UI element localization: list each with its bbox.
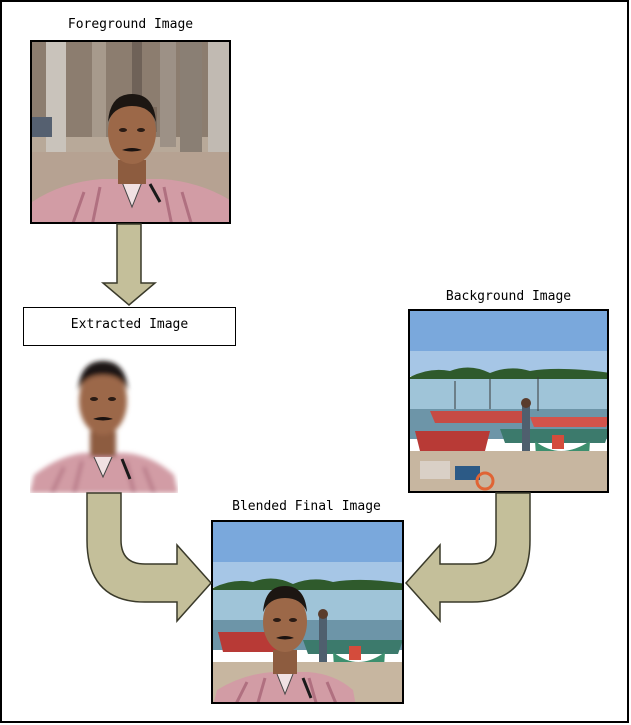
extracted-image-box xyxy=(23,307,236,346)
extracted-image xyxy=(30,355,178,493)
background-image xyxy=(408,309,609,493)
blended-final-image xyxy=(211,520,404,704)
right-curved-arrow-icon xyxy=(404,492,531,623)
extracted-image-label: Extracted Image xyxy=(70,317,189,332)
background-image-label: Background Image xyxy=(445,289,572,304)
blended-image-label: Blended Final Image xyxy=(232,499,381,514)
left-curved-arrow-icon xyxy=(86,492,213,623)
foreground-image-label: Foreground Image xyxy=(67,17,194,32)
foreground-image xyxy=(30,40,231,224)
